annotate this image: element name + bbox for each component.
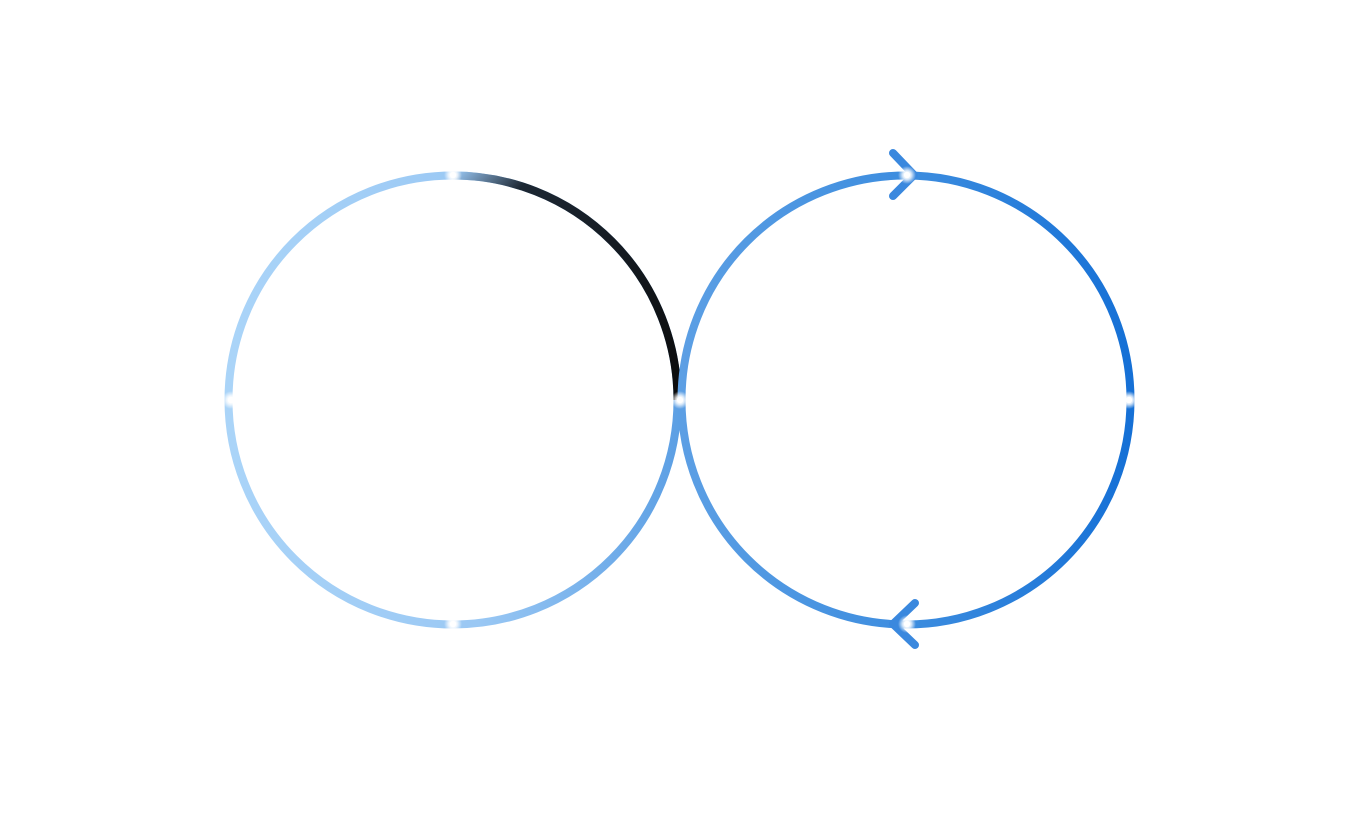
- node-3: [449, 620, 457, 628]
- node-2: [449, 171, 457, 179]
- left-loop-dark-arc: [452, 171, 682, 401]
- arrow-left-icon: [889, 599, 919, 649]
- node-6: [903, 620, 911, 628]
- node-1: [227, 396, 235, 404]
- right-loop-circle: [677, 171, 1135, 629]
- diagram-nodes: [222, 166, 1138, 633]
- node-4: [676, 396, 684, 404]
- node-7: [1125, 396, 1133, 404]
- node-5: [903, 171, 911, 179]
